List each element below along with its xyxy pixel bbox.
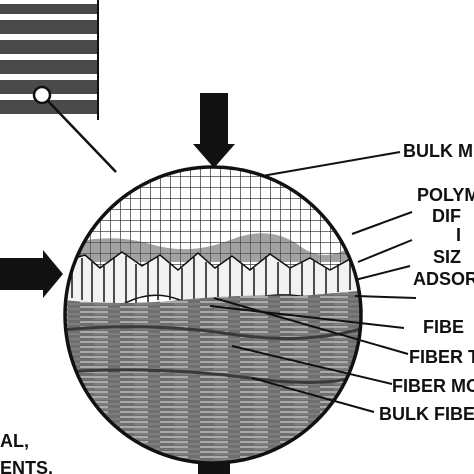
laminate-stack <box>0 0 99 120</box>
label-bulk-fiber: BULK FIBE <box>379 404 474 424</box>
label-polymer: POLYM <box>417 185 474 205</box>
label-adsorption: ADSOR <box>413 269 474 289</box>
top-load-arrow <box>193 93 235 168</box>
leader-lines <box>209 151 417 413</box>
magnified-view-circle <box>63 165 363 465</box>
magnifier-ring <box>32 85 52 105</box>
left-caption-line-1: AL, <box>0 431 29 451</box>
label-bulk-matrix: BULK M <box>403 141 473 161</box>
label-fiber-transition: FIBER T <box>409 347 474 367</box>
left-caption-line-2: ENTS, <box>0 458 54 474</box>
label-interphase: I <box>456 225 462 245</box>
left-load-arrow <box>0 250 63 298</box>
magnifier-leader-line <box>47 100 117 173</box>
label-diffusion: DIF <box>432 206 461 226</box>
magnified-interface-view <box>65 167 361 463</box>
label-sizing: SIZ <box>433 247 462 267</box>
label-fiber-morphology: FIBER MO <box>392 376 474 396</box>
label-fiber-surface: FIBE <box>423 317 465 337</box>
